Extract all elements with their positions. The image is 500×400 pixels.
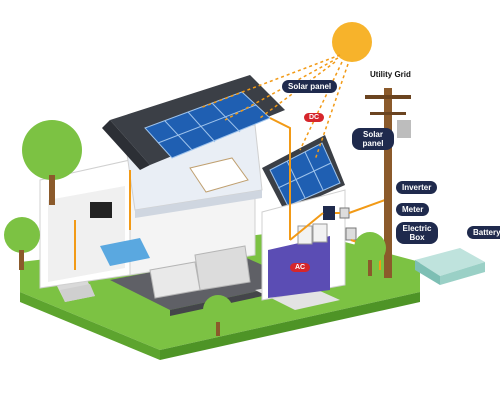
utility-pole xyxy=(365,88,411,278)
tree-right xyxy=(354,232,386,276)
sun-rays xyxy=(199,54,349,161)
kitchen xyxy=(149,245,251,299)
meter-label: Meter xyxy=(396,203,430,216)
utility-grid-label: Utility Grid xyxy=(370,70,411,79)
battery-bank xyxy=(415,248,485,285)
dc-badge: DC xyxy=(304,113,325,122)
electric-box-label: Electric Box xyxy=(396,222,438,244)
tree-front-left xyxy=(4,217,40,270)
bed xyxy=(189,157,249,193)
sun xyxy=(332,22,372,62)
ac-badge: AC xyxy=(290,263,311,272)
inverter-label: Inverter xyxy=(396,181,438,194)
electric-box-unit xyxy=(345,227,357,241)
tree-left xyxy=(22,120,82,205)
inverter-unit xyxy=(323,206,335,220)
tv xyxy=(90,202,112,218)
solar-panel-top-label: Solar panel xyxy=(282,80,338,93)
tree-front xyxy=(203,295,233,336)
solar-panel-right-label: Solar panel xyxy=(352,128,394,150)
meter-unit xyxy=(339,207,350,219)
sofa xyxy=(100,238,150,266)
dryer xyxy=(312,223,328,243)
battery-label: Battery xyxy=(467,226,500,239)
